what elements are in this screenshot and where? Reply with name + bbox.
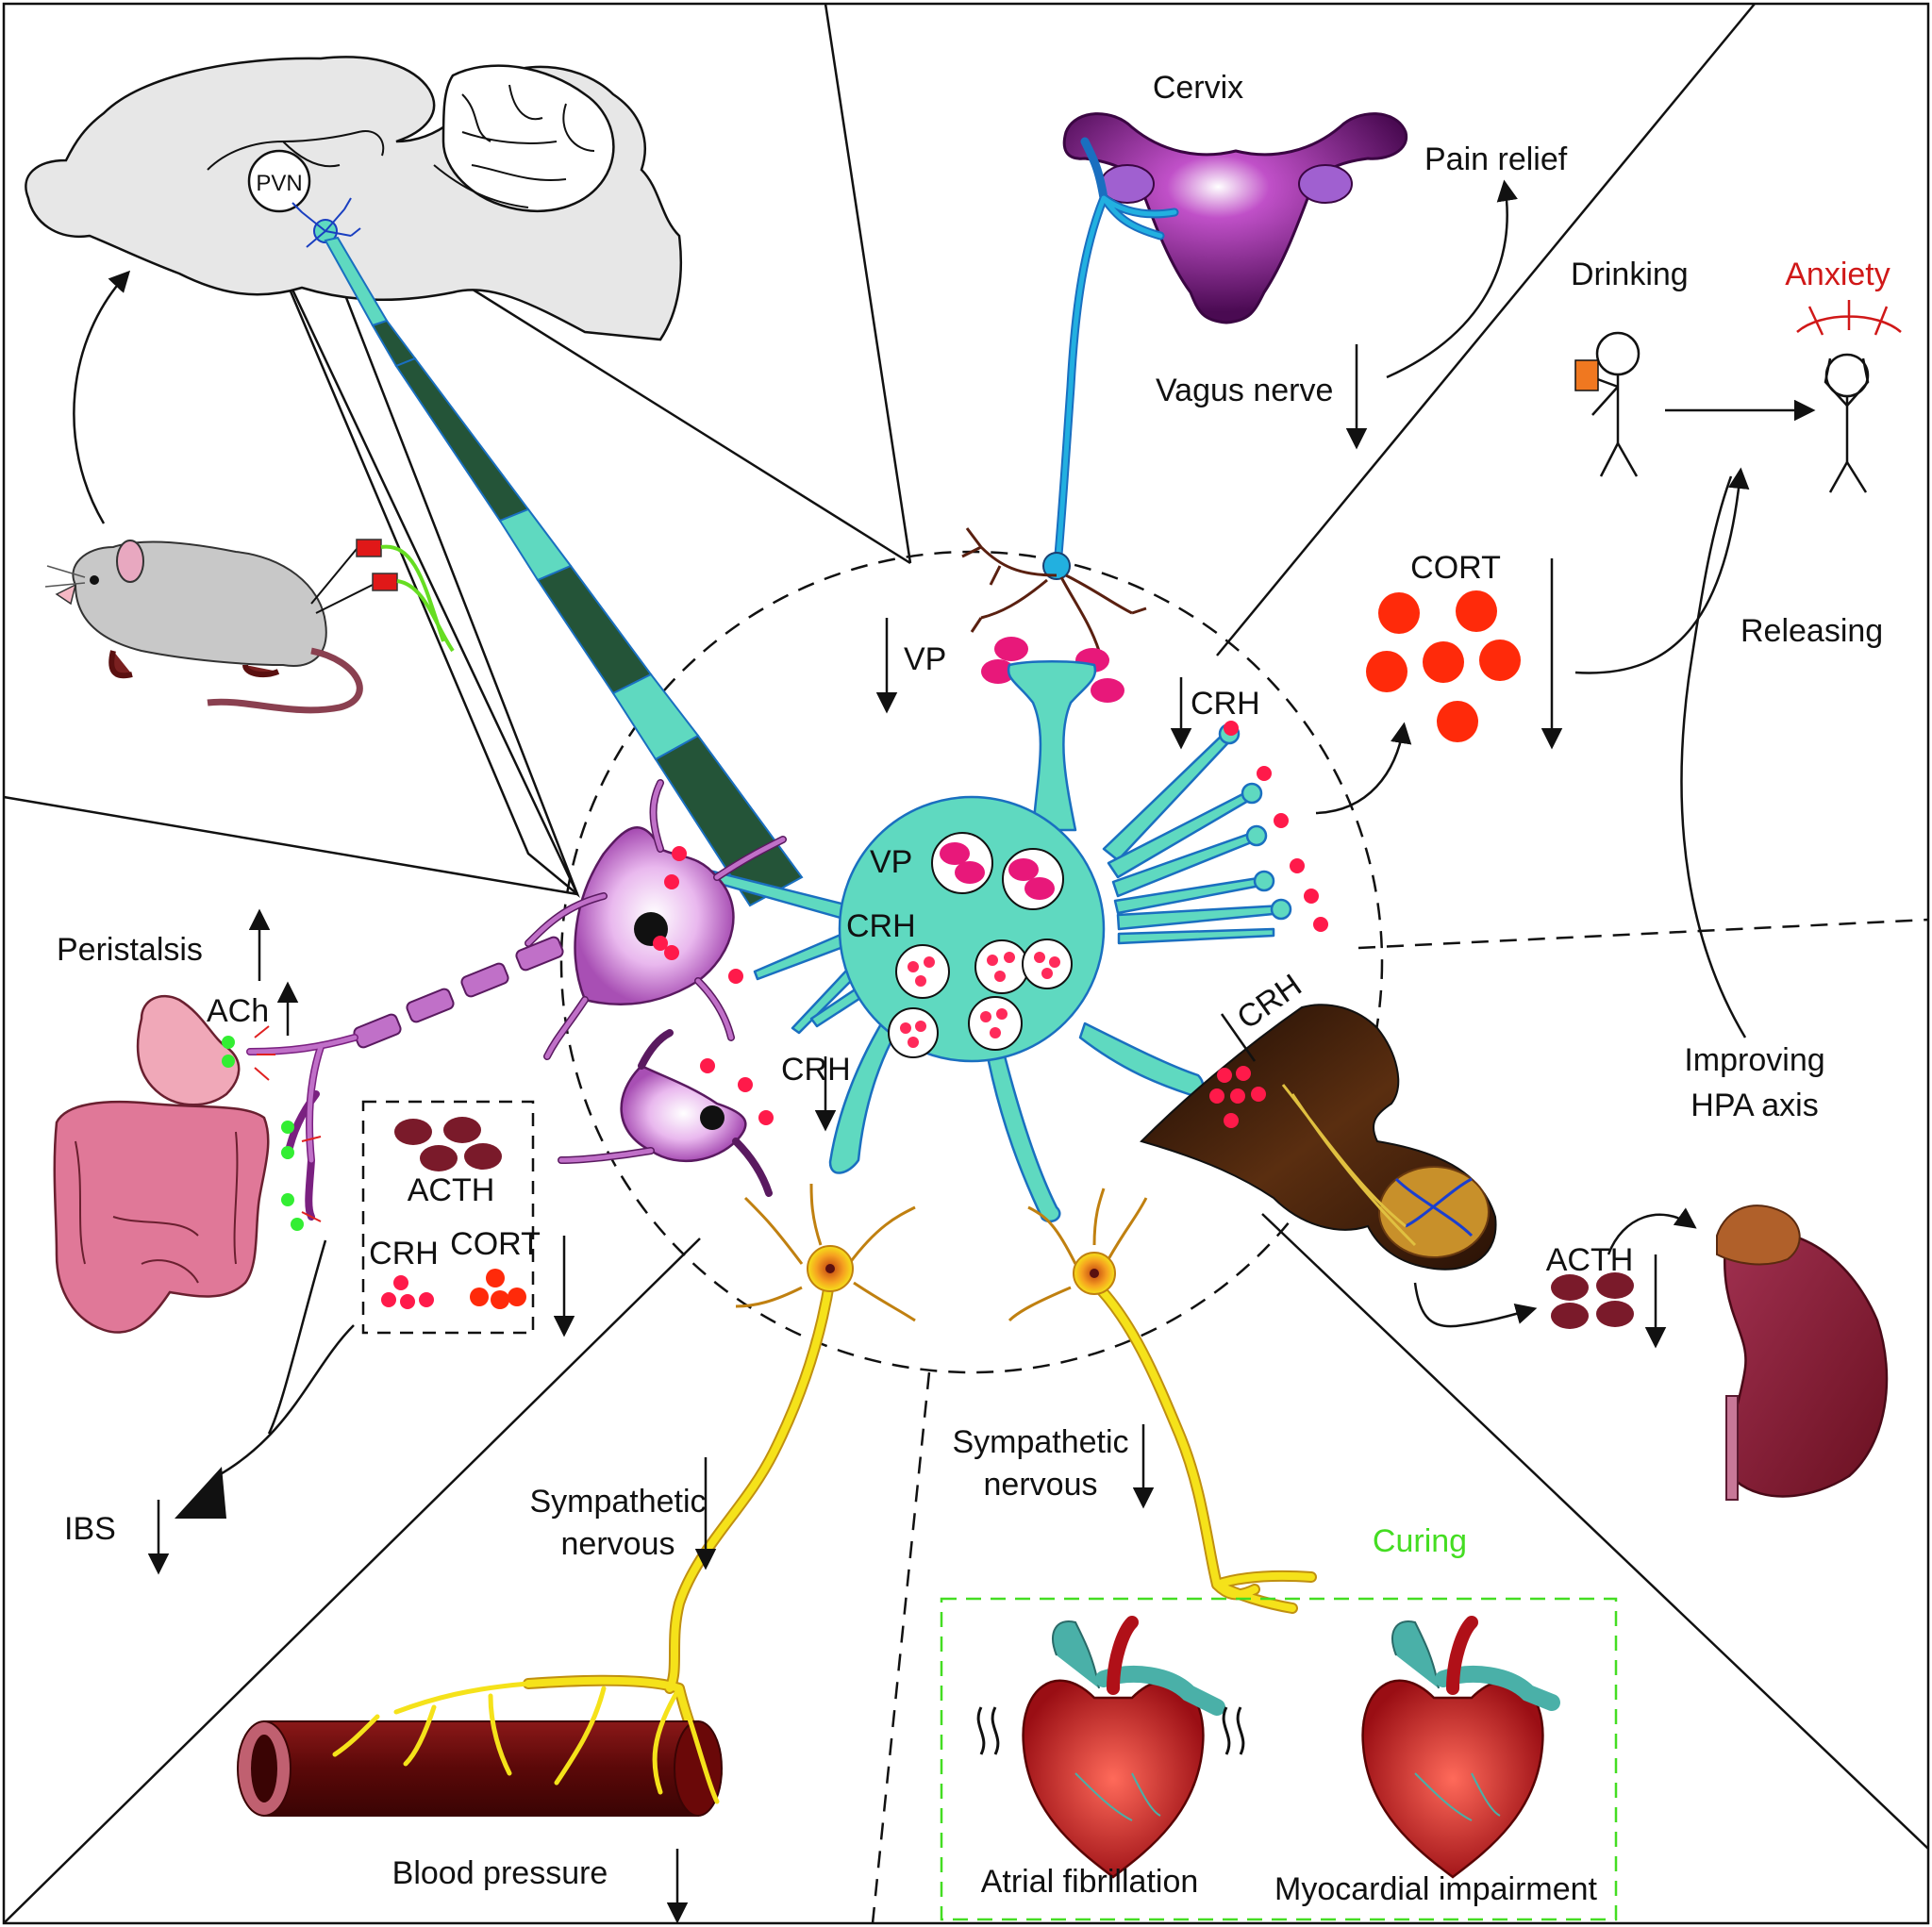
crh-vesicles-right (1224, 721, 1328, 932)
sympathetic-left-line1: Sympathetic (529, 1484, 706, 1520)
sympathetic-left-line2: nervous (561, 1526, 675, 1562)
myocardial-impairment-label: Myocardial impairment (1274, 1871, 1598, 1907)
pituitary-gland-icon (1140, 1004, 1497, 1271)
crh-pituitary-tick (1220, 1013, 1257, 1062)
vagus-nerve-label: Vagus nerve (1156, 373, 1333, 408)
acth-to-adrenal-arrow (1607, 1207, 1697, 1255)
anxiety-label: Anxiety (1785, 257, 1890, 292)
curing-box (940, 1597, 1618, 1921)
pain-relief-label: Pain relief (1424, 141, 1568, 177)
cort-label-top: CORT (1410, 550, 1501, 586)
crh-to-cort-arrow (1315, 722, 1412, 815)
acth-molecules-box (394, 1117, 502, 1171)
drinking-label: Drinking (1571, 257, 1689, 292)
stick-figure-anxiety-icon (1796, 300, 1902, 493)
crh-vesicles-pituitary (1209, 1066, 1266, 1128)
acth-adrenal-label: ACTH (1546, 1242, 1634, 1278)
crh-vesicles-left (653, 846, 774, 1125)
cervix-label: Cervix (1153, 70, 1243, 106)
uterus-cervix-icon (1062, 112, 1408, 324)
mouse-brain-icon: PVN (25, 56, 683, 341)
ach-release-dots (222, 1025, 322, 1231)
cort-box-label: CORT (450, 1226, 541, 1262)
crh-right-label: CRH (1191, 686, 1260, 722)
sympathetic-right-line2: nervous (984, 1467, 1098, 1503)
hpa-axis-label: HPA axis (1690, 1088, 1818, 1123)
vp-soma-label: VP (870, 844, 912, 880)
atrial-fibrillation-label: Atrial fibrillation (981, 1864, 1199, 1900)
ibs-triangle-icon (175, 1467, 226, 1519)
blood-vessel-icon (237, 1681, 723, 1817)
pvn-label: PVN (256, 171, 302, 196)
heart-atrial-fibrillation-icon (976, 1616, 1245, 1879)
cort-molecules-box (470, 1269, 526, 1309)
crh-neuron-icon (694, 660, 1292, 1223)
acth-box-label: ACTH (408, 1172, 495, 1208)
crh-box-label: CRH (369, 1236, 439, 1271)
improving-label: Improving (1684, 1042, 1824, 1078)
acth-molecules-adrenal (1551, 1272, 1634, 1329)
mouse-with-optogenetic-fibers-icon (44, 539, 455, 714)
pvn-marker (247, 149, 311, 213)
pain-relief-arrow (1386, 179, 1518, 379)
vagus-neuron-icon (961, 137, 1179, 662)
stick-figure-drinking-icon (1574, 331, 1641, 477)
gastrointestinal-tract-icon (53, 994, 270, 1334)
adrenal-kidney-icon (1716, 1204, 1889, 1501)
sympathetic-right-line1: Sympathetic (952, 1424, 1128, 1460)
vp-top-label: VP (904, 641, 946, 677)
cort-to-anxiety-arrow (1574, 467, 1750, 674)
ach-label: ACh (207, 993, 269, 1029)
improving-hpa-arrow (1680, 475, 1747, 1038)
sympathetic-neuron-right-icon (1008, 1188, 1317, 1614)
box-to-ibs-arrow (216, 1324, 355, 1478)
cort-molecules-top (1366, 590, 1521, 742)
sympathetic-neuron-left-icon (523, 1183, 916, 1779)
crh-axon-projection (324, 236, 804, 907)
releasing-label: Releasing (1740, 613, 1883, 649)
curing-label: Curing (1373, 1523, 1467, 1559)
crh-molecules-box (381, 1275, 434, 1309)
mouse-to-brain-arrow (73, 270, 131, 524)
heart-myocardial-impairment-icon (1361, 1616, 1560, 1879)
ibs-label: IBS (64, 1511, 116, 1547)
pituitary-to-acth-arrow (1413, 1282, 1538, 1328)
peristalsis-label: Peristalsis (57, 932, 203, 968)
crh-mid-label: CRH (781, 1052, 851, 1088)
hormone-box (361, 1100, 535, 1335)
gut-to-ibs-arrow (267, 1239, 327, 1435)
crh-soma-label: CRH (846, 908, 916, 944)
blood-pressure-label: Blood pressure (392, 1855, 608, 1891)
enteric-neuron-icon (246, 779, 787, 1221)
